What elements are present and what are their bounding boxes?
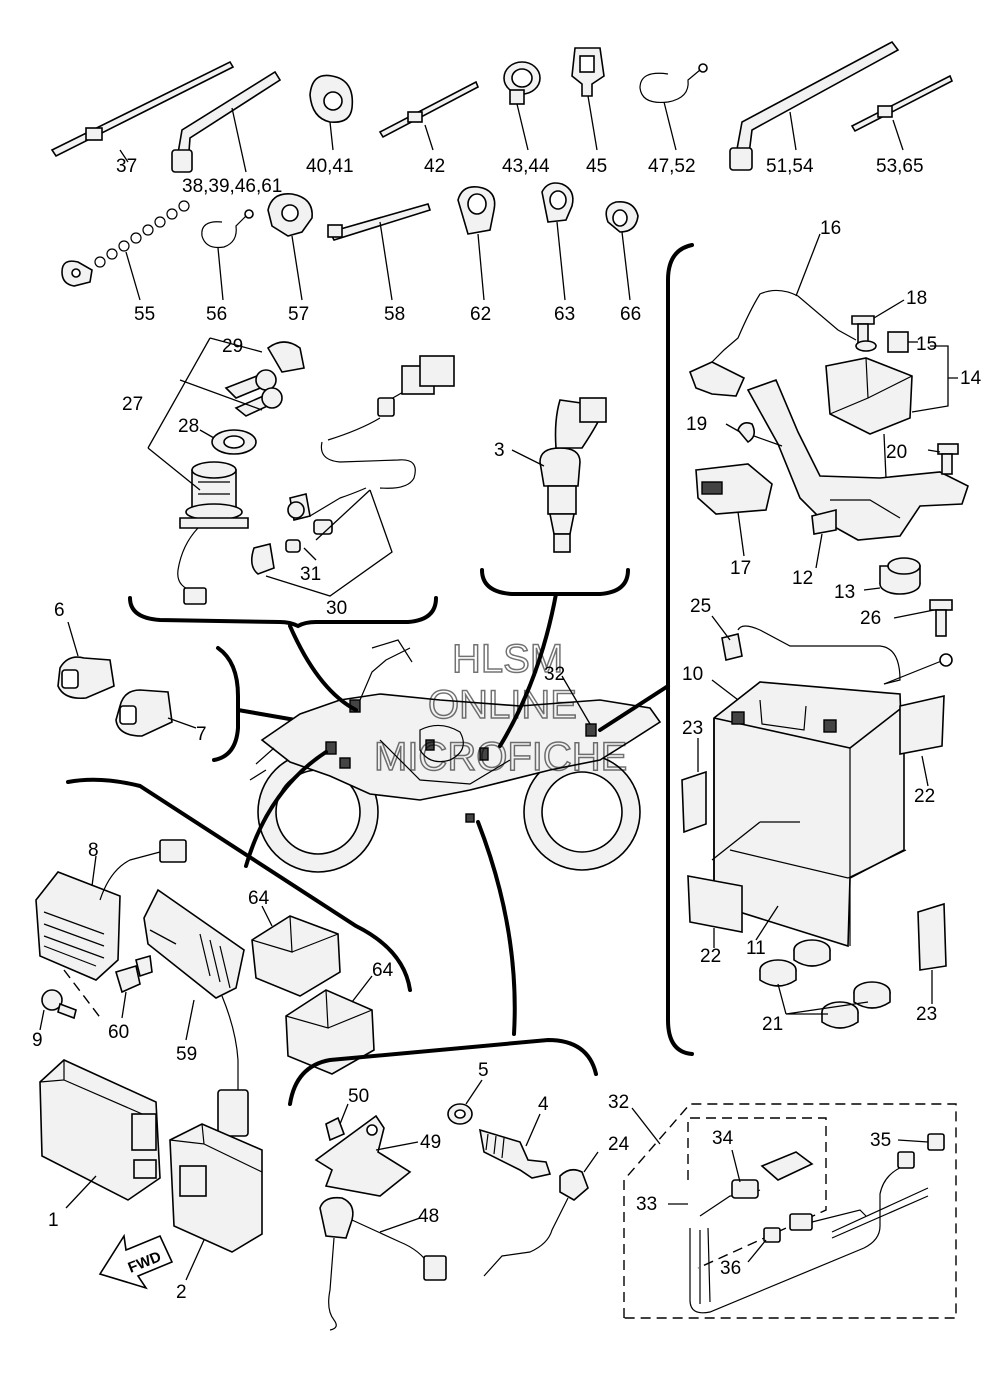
callout-17: 17 (730, 558, 751, 579)
callout-18: 18 (906, 288, 927, 309)
callout-64-lower: 64 (372, 960, 394, 981)
callout-62: 62 (470, 304, 491, 325)
ignition-coil-group (480, 397, 630, 596)
callout-48: 48 (418, 1206, 439, 1227)
callout-25: 25 (690, 596, 711, 617)
callout-24: 24 (608, 1134, 630, 1155)
sensor-group (288, 1037, 599, 1331)
callout-19: 19 (686, 414, 707, 435)
callout-36: 36 (720, 1258, 741, 1279)
part-43-clamp (503, 61, 541, 151)
group-connector-lines (244, 592, 670, 1036)
callout-labels: 37 38,39,46,61 40,41 42 43,44 45 47,52 5… (32, 156, 982, 1303)
part-56-hose-clamp (201, 209, 254, 301)
callout-13: 13 (834, 582, 855, 603)
callout-43-44: 43,44 (502, 156, 550, 177)
part-38-cable-tie (171, 70, 282, 173)
callout-27: 27 (122, 394, 143, 415)
callout-22-left: 22 (700, 946, 721, 967)
callout-42: 42 (424, 156, 445, 177)
callout-60: 60 (108, 1022, 129, 1043)
part-42-cable-tie (378, 80, 480, 151)
callout-59: 59 (176, 1044, 197, 1065)
callout-66: 66 (620, 304, 641, 325)
sensor-switches-6-7 (57, 621, 332, 762)
callout-32-atv: 32 (544, 664, 565, 685)
callout-21: 21 (762, 1014, 783, 1035)
watermark-line-2: ONLINE (428, 683, 577, 727)
callout-34: 34 (712, 1128, 734, 1149)
callout-3: 3 (494, 440, 505, 461)
watermark-line-3: MICROFICHE (374, 735, 627, 779)
callout-32-harness: 32 (608, 1092, 629, 1113)
callout-30: 30 (326, 598, 347, 619)
callout-33: 33 (636, 1194, 657, 1215)
callout-1: 1 (48, 1210, 59, 1231)
callout-37: 37 (116, 156, 137, 177)
control-unit-1-2: FWD (39, 1059, 263, 1290)
callout-23-lower: 23 (916, 1004, 937, 1025)
callout-40-41: 40,41 (306, 156, 354, 177)
part-37-cable-tie (50, 60, 235, 163)
callout-63: 63 (554, 304, 575, 325)
callout-2: 2 (176, 1282, 187, 1303)
callout-26: 26 (860, 608, 881, 629)
callout-49: 49 (420, 1132, 441, 1153)
callout-47-52: 47,52 (648, 156, 696, 177)
part-66-clamp (605, 200, 639, 301)
callout-8: 8 (88, 840, 99, 861)
part-51-cable-tie (729, 40, 900, 171)
part-40-grommet-clamp (309, 74, 354, 151)
callout-53-65: 53,65 (876, 156, 924, 177)
callout-10: 10 (682, 664, 703, 685)
callout-9: 9 (32, 1030, 43, 1051)
forward-direction-arrow: FWD (98, 1233, 174, 1290)
callout-45: 45 (586, 156, 607, 177)
callout-35: 35 (870, 1130, 891, 1151)
callout-31: 31 (300, 564, 321, 585)
main-switch-group (128, 337, 455, 629)
part-55-strap (61, 200, 190, 301)
callout-12: 12 (792, 568, 813, 589)
callout-23-upper: 23 (682, 718, 703, 739)
callout-56: 56 (206, 304, 227, 325)
part-45-clip (571, 47, 605, 151)
callout-28: 28 (178, 416, 199, 437)
part-57-clamp (267, 193, 313, 301)
part-63-clamp (541, 182, 574, 301)
battery-relay-group (666, 233, 969, 1056)
part-62-clamp (457, 185, 496, 301)
callout-6: 6 (54, 600, 65, 621)
callout-14: 14 (960, 368, 982, 389)
callout-5: 5 (478, 1060, 489, 1081)
callout-11: 11 (746, 938, 766, 959)
part-53-cable-tie (850, 74, 954, 151)
harness-group-32 (623, 1103, 957, 1319)
watermark: HLSM ONLINE MICROFICHE (373, 636, 628, 780)
callout-55: 55 (134, 304, 155, 325)
part-47-hose-clamp (639, 63, 708, 151)
callout-4: 4 (538, 1094, 549, 1115)
callout-50: 50 (348, 1086, 369, 1107)
callout-51-54: 51,54 (766, 156, 814, 177)
callout-64-upper: 64 (248, 888, 270, 909)
regulator-cdi-group (35, 777, 412, 1137)
callout-58: 58 (384, 304, 405, 325)
callout-15: 15 (916, 334, 937, 355)
callout-38-39-46-61: 38,39,46,61 (182, 176, 282, 197)
watermark-line-1: HLSM (452, 637, 563, 681)
callout-57: 57 (288, 304, 309, 325)
callout-20: 20 (886, 442, 907, 463)
callout-22-right: 22 (914, 786, 935, 807)
callout-16: 16 (820, 218, 841, 239)
callout-29: 29 (222, 336, 243, 357)
atv-outline (249, 639, 662, 873)
part-58-cable-tie (327, 203, 432, 301)
callout-7: 7 (196, 724, 207, 745)
